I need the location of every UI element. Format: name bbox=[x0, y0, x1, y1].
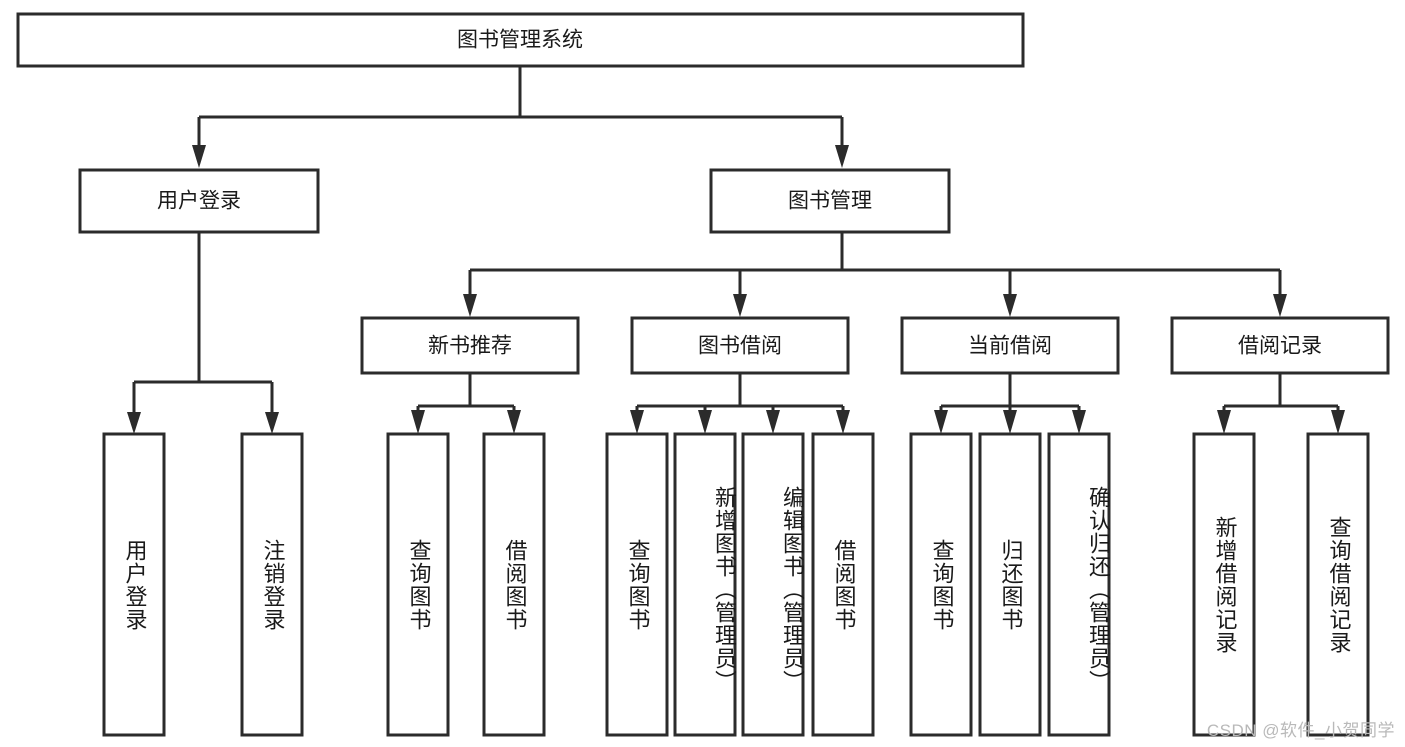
node-borrow-records-label: 借阅记录 bbox=[1238, 335, 1322, 358]
leaf-box-book-borrow-4[interactable] bbox=[811, 432, 875, 737]
leaf-box-user-login-2[interactable] bbox=[240, 432, 304, 737]
leaf-box-new-book-1[interactable] bbox=[386, 432, 450, 737]
connector-newbook-to-leaves bbox=[411, 373, 521, 434]
node-book-management[interactable]: 图书管理 bbox=[709, 168, 951, 234]
connector-userlogin-to-leaves bbox=[127, 232, 279, 434]
connector-root-to-level2 bbox=[192, 66, 849, 168]
node-new-book-recommend-label: 新书推荐 bbox=[428, 335, 512, 358]
connector-bookborrow-to-leaves bbox=[630, 373, 850, 434]
connector-currentborrow-to-leaves bbox=[934, 373, 1086, 434]
connector-bookmgmt-to-level3 bbox=[463, 232, 1287, 317]
node-book-borrow-label: 图书借阅 bbox=[698, 335, 782, 358]
leaf-box-current-borrow-1[interactable] bbox=[909, 432, 973, 737]
leaf-box-new-book-2[interactable] bbox=[482, 432, 546, 737]
leaf-box-current-borrow-3[interactable] bbox=[1047, 432, 1111, 737]
leaf-box-user-login-1[interactable] bbox=[102, 432, 166, 737]
leaf-box-current-borrow-2[interactable] bbox=[978, 432, 1042, 737]
node-current-borrow-label: 当前借阅 bbox=[968, 335, 1052, 358]
node-new-book-recommend[interactable]: 新书推荐 bbox=[360, 316, 580, 375]
leaf-box-borrow-records-2[interactable] bbox=[1306, 432, 1370, 737]
node-root-label: 图书管理系统 bbox=[457, 29, 583, 52]
node-book-management-label: 图书管理 bbox=[788, 190, 872, 213]
leaf-box-borrow-records-1[interactable] bbox=[1192, 432, 1256, 737]
node-book-borrow[interactable]: 图书借阅 bbox=[630, 316, 850, 375]
connector-borrowrecords-to-leaves bbox=[1217, 373, 1345, 434]
node-borrow-records[interactable]: 借阅记录 bbox=[1170, 316, 1390, 375]
node-root[interactable]: 图书管理系统 bbox=[16, 12, 1025, 68]
node-current-borrow[interactable]: 当前借阅 bbox=[900, 316, 1120, 375]
node-user-login[interactable]: 用户登录 bbox=[78, 168, 320, 234]
leaf-box-book-borrow-2[interactable] bbox=[673, 432, 737, 737]
leaf-box-book-borrow-3[interactable] bbox=[741, 432, 805, 737]
leaf-box-book-borrow-1[interactable] bbox=[605, 432, 669, 737]
watermark-text: CSDN @软件_小贺同学 bbox=[1206, 721, 1395, 740]
node-user-login-label: 用户登录 bbox=[157, 190, 241, 213]
